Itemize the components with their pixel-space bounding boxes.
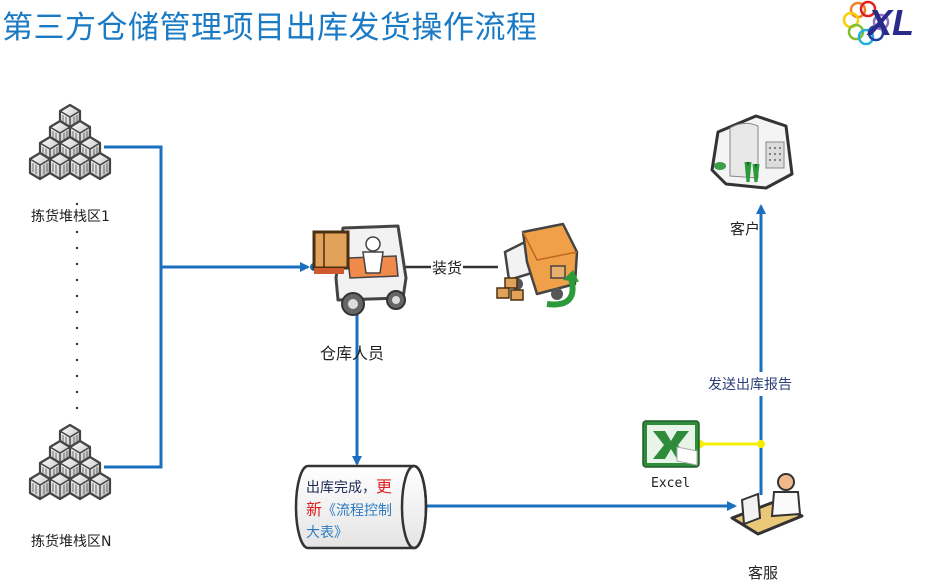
stacked-boxes-icon xyxy=(30,105,110,179)
completion-update-part1: 更 xyxy=(376,477,393,496)
loading-edge-label: 装货 xyxy=(431,257,464,278)
completion-table-name-part1: 《流程控制 xyxy=(322,503,393,519)
connector-to-forklift xyxy=(161,262,318,272)
desk-worker-icon xyxy=(730,473,804,536)
excel-icon xyxy=(642,420,700,468)
ellipsis-dots xyxy=(75,202,79,410)
delivery-truck-icon xyxy=(496,222,579,308)
rings-logo-icon xyxy=(842,0,890,46)
connector-stackn xyxy=(104,267,163,469)
completion-table-name-part2: 大表》 xyxy=(306,525,348,541)
office-building-icon xyxy=(710,114,794,190)
forklift-icon xyxy=(312,224,408,316)
stack-n-label: 拣货堆栈区N xyxy=(31,534,112,550)
connector-stack1 xyxy=(104,145,163,267)
stacked-boxes-icon xyxy=(30,425,110,499)
customer-label: 客户 xyxy=(730,220,761,238)
stack-1-label: 拣货堆栈区1 xyxy=(31,209,110,225)
excel-label: Excel xyxy=(651,476,691,491)
page-title: 第三方仓储管理项目出库发货操作流程 xyxy=(2,10,538,46)
connector-excel-link xyxy=(696,440,765,448)
customer-service-label: 客服 xyxy=(748,564,779,582)
completion-text: 出库完成，更 新《流程控制 大表》 xyxy=(306,476,416,544)
logo-text: XL xyxy=(868,2,915,43)
warehouse-staff-label: 仓库人员 xyxy=(320,344,385,363)
completion-line1: 出库完成， xyxy=(306,480,376,496)
send-report-edge-label: 发送出库报告 xyxy=(707,372,793,396)
completion-update-part2: 新 xyxy=(306,500,323,519)
process-drum xyxy=(294,464,428,550)
